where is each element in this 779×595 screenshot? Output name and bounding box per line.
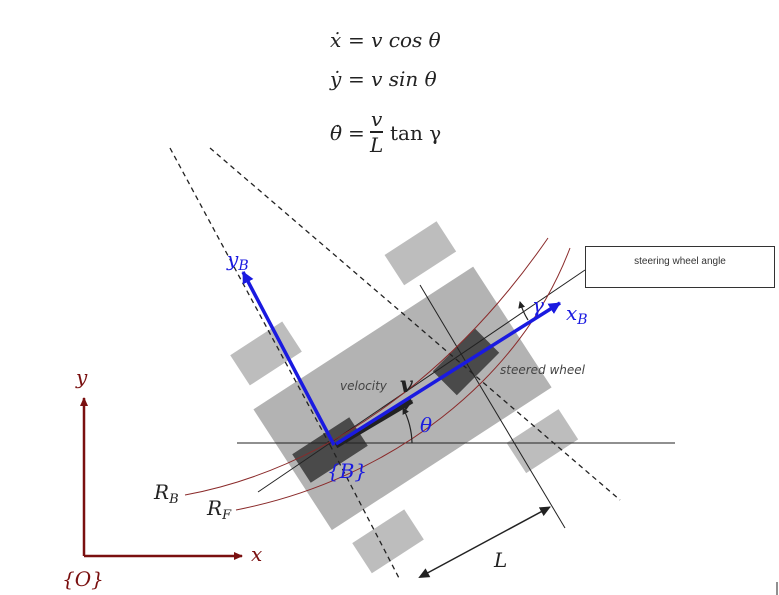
callout-text: steering wheel angle — [634, 256, 726, 267]
eq3-equals: = — [348, 121, 365, 145]
world-y-label: y — [75, 365, 88, 389]
eq3-tail: tan γ — [390, 121, 442, 145]
vehicle-heading-line — [257, 269, 586, 493]
front-axle-line — [419, 284, 566, 529]
body-frame-label: {B} — [327, 459, 367, 483]
eq3-fraction: v L — [370, 107, 384, 157]
eq2-lhs: ẏ — [330, 67, 342, 91]
yb-axis-arrow — [241, 271, 336, 446]
turn-arc-rb — [184, 237, 549, 496]
rear-right-wheel — [352, 509, 424, 574]
velocity-arrow — [334, 398, 414, 449]
length-dimension-arrow — [418, 506, 551, 578]
rear-left-wheel — [230, 321, 302, 386]
eq2-rhs: = v sin θ — [348, 67, 437, 91]
dashed-line-rear-axle — [329, 444, 401, 581]
dashed-line-right — [209, 147, 621, 501]
theta-angle-arc — [402, 407, 413, 444]
velocity-symbol-label: v — [400, 372, 413, 398]
eq3-lhs: θ̇ — [330, 121, 343, 145]
gamma-label: γ — [532, 293, 544, 317]
turn-arc-rf — [235, 247, 571, 511]
vehicle-group — [230, 221, 579, 574]
eq1-rhs: = v cos θ — [348, 28, 441, 52]
eq3-denominator: L — [370, 132, 384, 157]
velocity-word-label: velocity — [340, 379, 388, 393]
length-label: L — [493, 548, 507, 572]
world-x-label: x — [251, 542, 262, 566]
rf-label: RF — [206, 496, 232, 523]
steered-wheel-label: steered wheel — [500, 363, 586, 377]
front-right-wheel — [506, 409, 579, 474]
rear-wheel-center — [292, 417, 368, 483]
rb-label: RB — [153, 480, 179, 507]
chassis-body — [253, 266, 552, 531]
dashed-line-left — [169, 147, 331, 446]
eq1-lhs: ẋ — [330, 28, 342, 52]
steering-wheel-angle-callout: steering wheel angle — [585, 246, 775, 288]
gamma-angle-arc — [518, 301, 529, 321]
front-left-wheel — [384, 221, 457, 286]
xb-label: xB — [566, 301, 588, 328]
eq3-fraction-bar — [370, 131, 384, 133]
origin-label: {O} — [62, 567, 104, 591]
theta-label: θ — [420, 413, 432, 437]
eq3-numerator: v — [370, 107, 383, 131]
xb-axis-arrow — [335, 301, 561, 446]
yb-label: yB — [226, 247, 249, 274]
